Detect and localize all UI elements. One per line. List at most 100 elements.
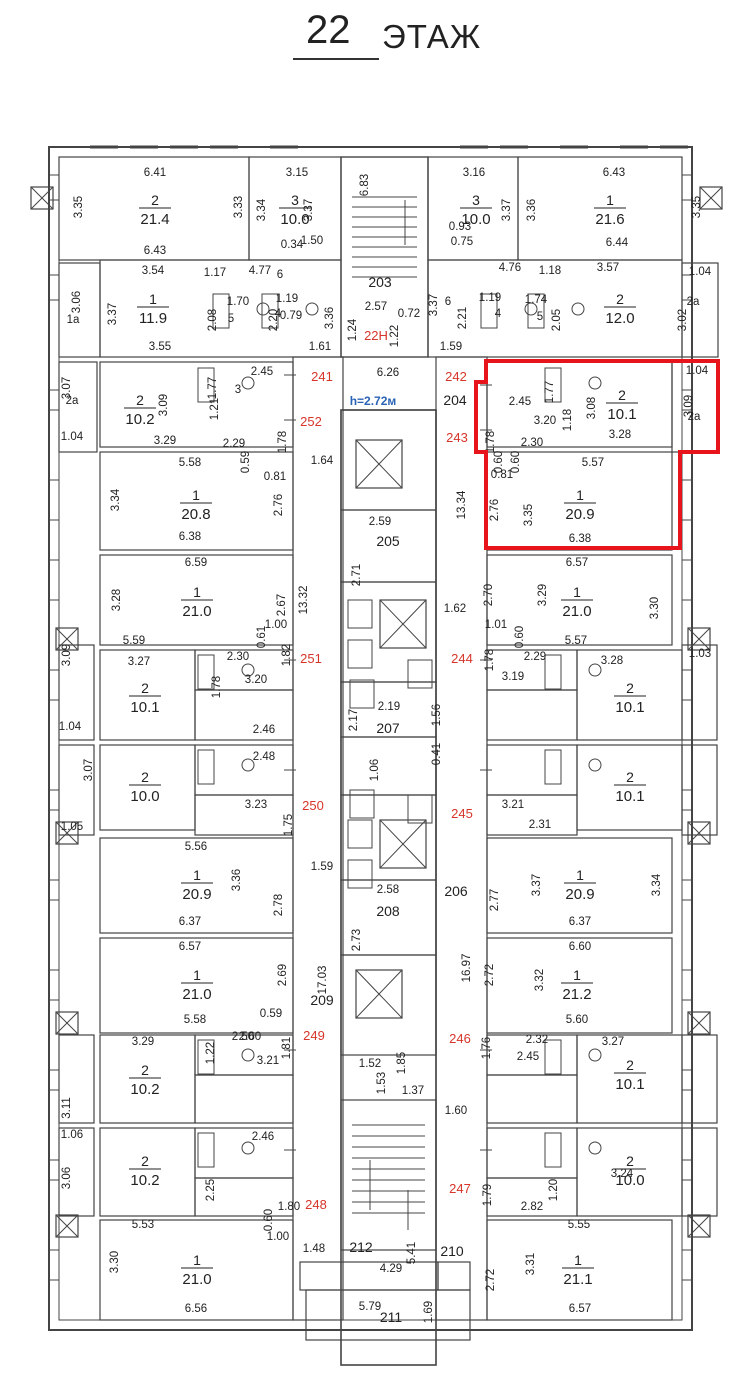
dimension-label: 3.28 [111,589,123,611]
bath-fixture [197,1132,215,1168]
wall-rect [58,1127,95,1217]
dimension-label: 3.37 [107,303,119,325]
toilet-fixture [588,663,602,677]
dimension-label: 17.03 [317,966,329,995]
dimension-label: 5.59 [123,635,145,647]
dimension-label: 2.60 [239,1031,261,1043]
dimension-label: 0.81 [264,471,286,483]
dimension-label: 3.21 [502,799,524,811]
dimension-label: 1.80 [278,1201,300,1213]
dimension-label: 5.79 [359,1301,381,1313]
dimension-label: 3.09 [158,394,170,416]
corridor-label: 205 [376,533,400,549]
bath-fixture [212,293,230,329]
lift-car [349,789,375,819]
corridor-label: 208 [376,903,400,919]
dimension-label: 2.19 [378,701,400,713]
room-number: 2 [151,192,159,208]
dimension-label: 5.58 [179,457,201,469]
toilet-fixture [571,302,585,316]
room-number: 2 [136,392,144,408]
dimension-label: 5.41 [406,1242,418,1264]
dimension-label: 1.74 [525,294,548,306]
balcony-cross [55,1214,79,1238]
dimension-label: 1.01 [485,619,507,631]
corridor-label: 210 [440,1243,464,1259]
wall-rect [58,644,95,741]
corridor-label: 207 [376,720,400,736]
wall-rect [292,356,344,1321]
dimension-label: 3.37 [303,199,315,221]
dimension-label: 2.21 [457,307,469,329]
wall-rect [681,1127,718,1217]
floor-word: ЭТАЖ [382,18,482,55]
dimension-label: 6.60 [569,941,591,953]
dimension-label: 3.29 [154,435,176,447]
wall-rect [58,262,101,358]
dimension-label: 6.43 [144,245,166,257]
toilet-fixture [241,376,255,390]
dimension-label: 2.30 [227,651,249,663]
dimension-label: 6.44 [606,237,629,249]
balcony-cross [687,821,711,845]
dimension-label: 2.45 [509,396,531,408]
wall-rect [194,689,294,741]
balcony-box [55,1011,79,1035]
wall-rect [681,1034,718,1124]
dimension-label: 1.59 [440,341,462,353]
room-area: 10.2 [130,1081,159,1098]
dimension-label: 4.77 [249,265,271,277]
dimension-label: 1.04 [689,266,712,278]
dimension-label: 3.37 [428,294,440,316]
balcony-cross [30,186,54,210]
dimension-label: 5.55 [568,1219,590,1231]
wall-rect [299,1261,439,1291]
dimension-label: 5.56 [185,841,207,853]
dimension-label: 3.36 [324,307,336,329]
dimension-label: 3.23 [245,799,267,811]
dimension-label: 2.30 [521,437,543,449]
balcony-box [687,1011,711,1035]
dimension-label: 2a [687,296,700,308]
room-area: 10.2 [130,1172,159,1189]
bath-fixture [544,1039,562,1075]
dimension-label: 1.60 [445,1105,467,1117]
wall-rect [58,1034,95,1124]
wall-rect [340,409,437,511]
dimension-label: 6.83 [359,174,371,196]
dimension-label: 3.02 [677,309,689,331]
dimension-label: 1.81 [281,1037,293,1059]
wall-rect [194,1074,294,1124]
dimension-label: 3.20 [534,415,556,427]
dimension-label: 0.60 [493,451,505,473]
lift-car [407,794,433,824]
corridor-label: 203 [368,274,392,290]
dimension-label: 1.03 [689,648,711,660]
room-area: 10.2 [125,411,154,428]
dimension-label: 2.31 [529,819,551,831]
balcony-box [699,186,723,210]
wall-rect [340,794,437,881]
room-number: 1 [193,967,201,983]
apartment-number: 248 [305,1197,327,1212]
dimension-label: 1.79 [482,1184,494,1206]
dimension-label: 2.46 [252,1131,274,1143]
dimension-label: 2.32 [526,1034,548,1046]
dimension-label: 1.24 [347,318,359,341]
dimension-label: 0.60 [263,1209,275,1231]
dimension-label: 3 [235,384,241,396]
room-number: 3 [472,192,480,208]
room-area: 21.0 [182,603,211,620]
balcony-box [55,1214,79,1238]
dimension-label: 3.30 [649,597,661,619]
wall-rect [486,1127,578,1179]
toilet-fixture [241,758,255,772]
dimension-label: 3.29 [537,584,549,606]
dimension-label: 2.05 [551,309,563,331]
room-area: 12.0 [605,310,634,327]
wall-rect [486,1074,578,1124]
wall-rect [486,744,578,796]
apartment-number: 249 [303,1028,325,1043]
dimension-label: 1.56 [431,704,443,726]
dimension-label: 2.82 [521,1201,543,1213]
